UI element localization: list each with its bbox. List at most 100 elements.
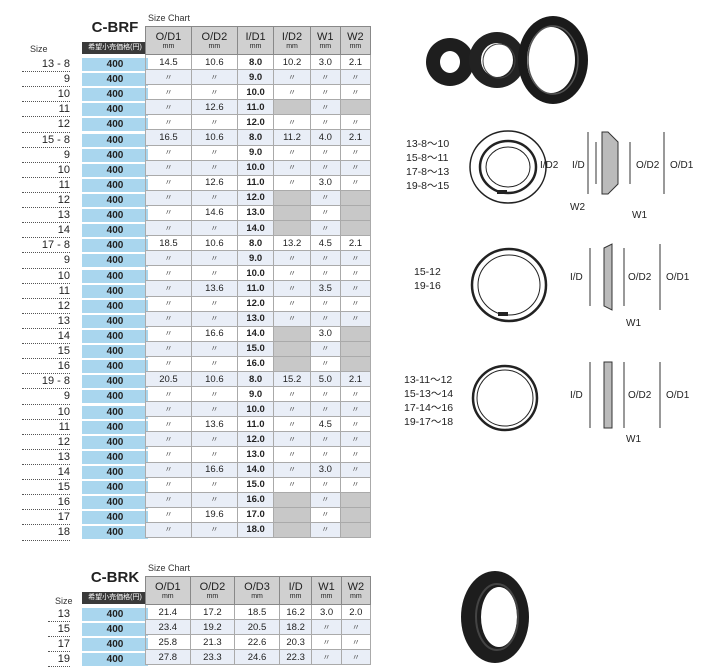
table-cell: 〃 — [190, 491, 238, 508]
table-cell: 12.0 — [236, 189, 275, 206]
table-cell: 19.2 — [189, 619, 236, 636]
table-row: 〃〃12.0〃〃〃 — [145, 431, 372, 448]
size-cell: 14 — [22, 223, 70, 239]
table-cell: 〃 — [273, 174, 311, 191]
table-cell — [273, 521, 311, 539]
size-cell: 16 — [22, 495, 70, 511]
table-cell: 10.6 — [190, 235, 238, 252]
column-header-name: I/D — [288, 580, 303, 593]
price-cell: 400 — [82, 420, 148, 434]
column-header-unit: mm — [289, 592, 302, 600]
table-cell: 10.6 — [190, 370, 238, 388]
table-cell: 〃 — [309, 204, 341, 222]
table-cell: 12.6 — [190, 174, 238, 191]
price-cell: 400 — [82, 526, 148, 540]
table-cell: 〃 — [339, 446, 372, 463]
table-cell: 〃 — [190, 220, 238, 237]
table-cell — [339, 220, 372, 237]
diagram-size-label: 15-8～11 — [406, 152, 449, 164]
table-row: 〃〃13.0〃〃〃 — [145, 310, 372, 327]
table-cell: 〃 — [190, 431, 238, 448]
table-cell: 20.3 — [278, 634, 313, 651]
table-cell: 22.3 — [278, 649, 313, 666]
brk-model-name: C-BRK — [90, 569, 140, 586]
table-cell — [273, 189, 311, 206]
brk-product-photo — [461, 571, 529, 663]
size-cell: 9 — [22, 148, 70, 163]
dim-label-od1: O/D1 — [670, 160, 694, 171]
table-cell: 〃 — [190, 250, 238, 267]
table-cell: 〃 — [190, 446, 238, 463]
table-cell: 〃 — [273, 461, 311, 478]
price-cell: 400 — [82, 239, 148, 253]
table-cell — [339, 99, 372, 116]
table-cell: 2.1 — [339, 235, 372, 252]
diagram-size-label: 17-14～16 — [404, 402, 454, 414]
table-cell: 〃 — [190, 310, 238, 327]
table-cell: 〃 — [273, 416, 311, 433]
price-cell: 400 — [82, 511, 148, 525]
diagram-size-label: 15-12 — [414, 266, 441, 278]
table-cell: 〃 — [339, 431, 372, 448]
table-cell: 2.1 — [339, 53, 372, 71]
table-cell: 〃 — [145, 99, 192, 116]
table-cell: 〃 — [190, 476, 238, 493]
table-cell: 〃 — [340, 649, 372, 666]
ring-section-view-3: I/D O/D2 O/D1 W1 — [570, 361, 690, 445]
size-cell: 12 — [22, 299, 70, 314]
size-cell: 18 — [22, 525, 70, 541]
size-cell: 15 — [22, 344, 70, 360]
table-row: 〃〃9.0〃〃〃 — [145, 250, 372, 267]
table-cell: 〃 — [309, 144, 341, 161]
table-row: 〃〃15.0〃 — [145, 340, 372, 357]
column-header-unit: mm — [320, 592, 333, 600]
table-cell: 〃 — [145, 189, 192, 206]
table-cell: 21.4 — [145, 603, 191, 621]
table-cell: 3.0 — [309, 174, 341, 191]
table-cell: 〃 — [309, 386, 341, 403]
table-cell: 〃 — [339, 476, 372, 493]
table-cell: 〃 — [309, 521, 341, 539]
column-header-unit: mm — [286, 42, 298, 50]
table-cell: 20.5 — [234, 619, 280, 636]
price-cell: 400 — [82, 360, 148, 374]
price-cell: 400 — [82, 58, 148, 71]
table-cell: 10.0 — [236, 265, 275, 282]
table-cell: 〃 — [309, 69, 341, 86]
table-cell: 9.0 — [236, 250, 275, 267]
table-cell — [339, 355, 372, 372]
price-cell: 400 — [82, 148, 148, 162]
table-cell: 16.5 — [145, 129, 192, 146]
price-cell: 400 — [82, 299, 148, 313]
column-header-name: W2 — [347, 580, 365, 593]
table-cell: 12.0 — [236, 114, 275, 131]
table-cell — [273, 491, 311, 508]
table-cell: 〃 — [145, 280, 192, 297]
price-cell: 400 — [82, 405, 148, 419]
dim-label-od1: O/D1 — [666, 272, 690, 283]
table-cell — [273, 204, 311, 222]
column-header-unit: mm — [349, 42, 362, 50]
diagram-size-label: 17-8～13 — [406, 166, 450, 178]
table-cell: 〃 — [309, 310, 341, 327]
table-row: 〃〃12.0〃 — [145, 189, 372, 206]
price-cell: 400 — [82, 209, 148, 223]
size-cell: 9 — [22, 389, 70, 405]
table-cell: 〃 — [145, 310, 192, 327]
column-header-unit: mm — [249, 42, 262, 50]
table-row: 〃〃15.0〃〃〃 — [145, 476, 372, 493]
table-cell: 8.0 — [236, 235, 275, 252]
table-cell: 11.0 — [236, 99, 275, 116]
price-cell: 400 — [82, 653, 148, 667]
dim-label-od2: O/D2 — [628, 390, 652, 401]
dim-label-od2: O/D2 — [628, 272, 652, 283]
column-header-unit: mm — [251, 592, 263, 600]
table-cell: 〃 — [273, 476, 311, 493]
